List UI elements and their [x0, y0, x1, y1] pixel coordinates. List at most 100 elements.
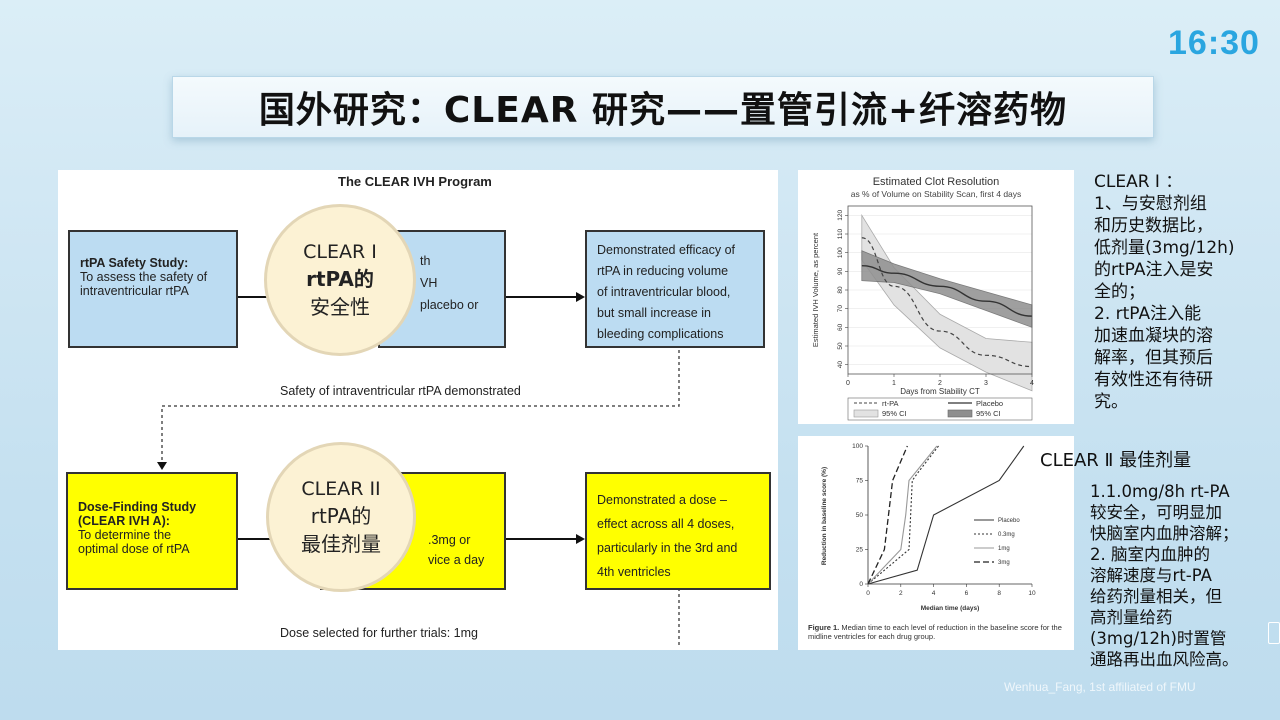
median-series-line [867, 445, 908, 585]
clot-y-label: Estimated IVH Volume, as percent [811, 232, 820, 347]
clear1-notes: CLEAR Ⅰ ： 1、与安慰剂组和历史数据比，低剂量(3mg/12h)的rtP… [1094, 171, 1274, 413]
legend-label: Placebo [976, 399, 1003, 408]
clear1-note-line: 究。 [1094, 392, 1128, 412]
dashed-connectors [157, 350, 680, 646]
median-series-line [867, 445, 1025, 585]
clock: 16:30 [1168, 24, 1260, 62]
median-x-label: Median time (days) [921, 605, 980, 612]
arrow-right-icon [576, 534, 585, 544]
clear-2-circle: CLEAR II rtPA的 最佳剂量 [266, 442, 416, 592]
rtpa-series-line [861, 237, 1033, 368]
clear2-note-line: 2. 脑室内血肿的 [1090, 545, 1210, 564]
arrow-right-icon [576, 292, 585, 302]
clear-program-diagram: The CLEAR IVH Program rtPA Safety Study:… [58, 170, 778, 650]
safety-note: Safety of intraventricular rtPA demonstr… [280, 384, 521, 398]
median-time-chart-svg: Reduction in baseline score (%) 02550751… [821, 443, 1036, 612]
safety-middle-line: placebo or [420, 298, 479, 312]
circle-line: CLEAR II [301, 478, 381, 500]
clot-y-tick-label: 100 [837, 247, 844, 258]
efficacy-result-box: Demonstrated efficacy of rtPA in reducin… [585, 230, 765, 348]
legend-label: rt-PA [882, 399, 899, 408]
safety-middle-line: th [420, 254, 431, 268]
clear2-note-line: 高剂量给药 [1090, 608, 1173, 627]
edge-icon [1268, 622, 1280, 644]
clear1-note-line: 有效性还有待研 [1094, 370, 1213, 390]
median-x-tick-label: 4 [932, 590, 936, 597]
clear1-note-line: 和历史数据比， [1094, 216, 1213, 236]
dose-effect-line: particularly in the 3rd and [597, 541, 738, 555]
clot-y-tick-label: 50 [837, 342, 844, 350]
efficacy-line: bleeding complications [597, 327, 724, 341]
median-y-tick-label: 100 [852, 443, 863, 450]
median-y-label: Reduction in baseline score (%) [821, 467, 828, 565]
efficacy-line: rtPA in reducing volume [597, 264, 729, 278]
clot-y-tick-label: 90 [837, 267, 844, 275]
efficacy-line: Demonstrated efficacy of [597, 243, 736, 257]
slide-title: 国外研究：CLEAR 研究——置管引流+纤溶药物 [258, 90, 1068, 131]
efficacy-line: of intraventricular blood, [597, 285, 731, 299]
dose-finding-line: optimal dose of rtPA [78, 542, 190, 556]
clot-x-tick-label: 0 [846, 380, 850, 387]
clot-y-tick-label: 110 [837, 228, 844, 239]
clear1-note-line: 1、与安慰剂组 [1094, 194, 1207, 214]
dose-middle-line: vice a day [428, 553, 485, 567]
safety-study-line: To assess the safety of [80, 270, 208, 284]
clear1-note-line: 解率，但其预后 [1094, 348, 1213, 368]
circle-line: rtPA的 [306, 267, 374, 291]
legend-swatch-rtpa-ci [853, 409, 879, 418]
circle-line: CLEAR I [303, 241, 377, 263]
placebo-series-line [861, 265, 1033, 317]
clear2-note-line: 较安全，可明显加 [1090, 503, 1222, 522]
dose-effect-box: Demonstrated a dose – effect across all … [585, 472, 771, 590]
clot-y-tick-label: 80 [837, 286, 844, 294]
median-legend-label: 3mg [998, 560, 1010, 566]
clot-chart-title: Estimated Clot Resolution [872, 176, 1000, 188]
dose-note: Dose selected for further trials: 1mg [280, 626, 478, 640]
median-x-tick-label: 8 [997, 590, 1001, 597]
safety-middle-line: VH [420, 276, 438, 290]
clot-x-tick-label: 2 [938, 380, 942, 387]
clot-resolution-panel: Estimated Clot Resolution as % of Volume… [798, 170, 1074, 424]
clot-x-tick-label: 4 [1030, 380, 1034, 387]
clot-y-tick-label: 70 [837, 305, 844, 313]
clot-x-label: Days from Stability CT [900, 387, 980, 396]
legend-label: 95% CI [976, 409, 1001, 418]
clear2-note-line: 溶解速度与rt-PA [1090, 566, 1212, 585]
clot-y-tick-label: 40 [837, 361, 844, 369]
figure-caption: Figure 1. Median time to each level of r… [808, 623, 1070, 641]
clear2-note-line: (3mg/12h)时置管 [1090, 629, 1227, 648]
dose-effect-line: 4th ventricles [597, 565, 671, 579]
clot-y-tick-label: 60 [837, 323, 844, 331]
clot-x-tick-label: 3 [984, 380, 988, 387]
figure-caption-label: Figure 1. [808, 623, 840, 632]
clear1-note-line: 全的； [1094, 282, 1145, 302]
clear1-note-line: 2. rtPA注入能 [1094, 304, 1202, 324]
median-series-line [867, 445, 939, 585]
watermark: Wenhua_Fang, 1st affiliated of FMU [1004, 680, 1196, 694]
dose-finding-title: Dose-Finding Study [78, 500, 197, 514]
median-legend-label: 0.3mg [998, 532, 1015, 538]
arrow-line [506, 538, 576, 540]
rtpa-ci-band [861, 213, 1033, 392]
diagram-heading: The CLEAR IVH Program [338, 174, 492, 189]
median-y-tick-label: 50 [856, 512, 864, 519]
circle-line: rtPA的 [310, 504, 372, 528]
clear1-note-line: 的rtPA注入是安 [1094, 260, 1214, 280]
median-y-tick-label: 75 [856, 478, 864, 485]
efficacy-line: but small increase in [597, 306, 711, 320]
safety-study-box: rtPA Safety Study: To assess the safety … [68, 230, 238, 348]
figure-caption-text: Median time to each level of reduction i… [808, 623, 1062, 641]
clot-chart-subtitle: as % of Volume on Stability Scan, first … [850, 189, 1022, 199]
slide-title-bar: 国外研究：CLEAR 研究——置管引流+纤溶药物 [172, 76, 1154, 138]
median-x-tick-label: 6 [965, 590, 969, 597]
median-y-tick-label: 0 [859, 581, 863, 588]
clot-y-tick-label: 120 [837, 210, 844, 221]
clot-x-tick-label: 1 [892, 380, 896, 387]
median-legend-label: Placebo [998, 518, 1020, 524]
dose-effect-line: effect across all 4 doses, [597, 517, 735, 531]
clear2-note-line: 给药剂量相关，但 [1090, 587, 1222, 606]
median-series-line [867, 445, 938, 585]
dose-effect-line: Demonstrated a dose – [597, 493, 727, 507]
circle-line: 最佳剂量 [301, 532, 381, 556]
